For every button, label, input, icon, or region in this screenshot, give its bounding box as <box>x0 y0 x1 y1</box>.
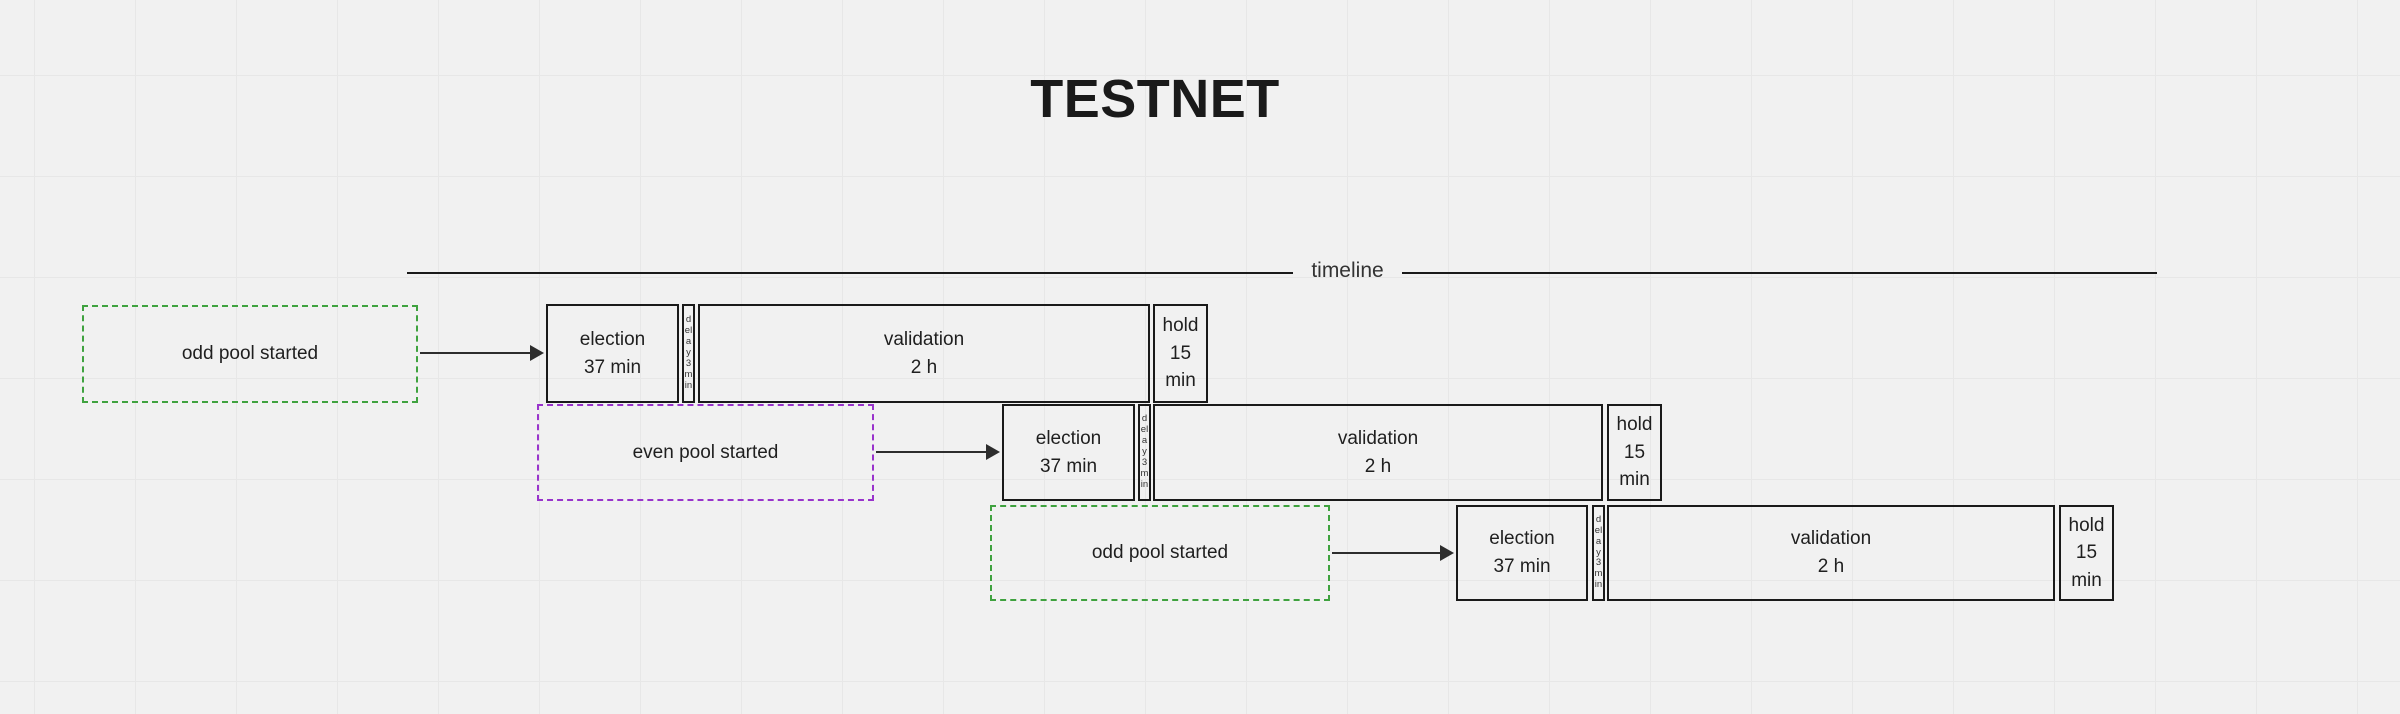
hold-phase-row2: hold 15 min <box>1607 404 1662 501</box>
validation-phase-row1: validation 2 h <box>698 304 1150 403</box>
delay-phase-row1: delay 3 min <box>682 304 695 403</box>
trigger-odd-pool-2-label: odd pool started <box>1091 542 1229 563</box>
hold-phase-row3: hold 15 min <box>2059 505 2114 601</box>
trigger-even-pool: even pool started <box>537 404 874 501</box>
election-phase-row1: election 37 min <box>546 304 679 403</box>
delay-phase-row3: delay 3 min <box>1592 505 1605 601</box>
delay-row3-label: delay 3 min <box>1594 513 1603 591</box>
validation-phase-row3: validation 2 h <box>1607 505 2055 601</box>
election-row2-line2: 37 min <box>1039 455 1098 477</box>
diagram-title: TESTNET <box>1030 69 1280 129</box>
election-row2-line1: election <box>1035 427 1102 449</box>
validation-row3-line2: 2 h <box>1817 556 1845 577</box>
election-phase-row2: election 37 min <box>1002 404 1135 501</box>
flow-arrow-row1 <box>420 345 544 361</box>
flow-arrow-row3 <box>1332 545 1454 561</box>
timeline-label: timeline <box>1311 259 1384 282</box>
validation-row1-line1: validation <box>883 328 965 350</box>
hold-phase-row1: hold 15 min <box>1153 304 1208 403</box>
election-row3-line2: 37 min <box>1493 556 1551 577</box>
validation-row3-line1: validation <box>1790 528 1872 550</box>
delay-phase-row2: delay 3 min <box>1138 404 1151 501</box>
timeline-line-right <box>1402 272 2157 274</box>
hold-row2-label: hold 15 min <box>1616 414 1653 491</box>
validation-row1-line2: 2 h <box>910 356 938 378</box>
delay-row1-label: delay 3 min <box>684 314 693 391</box>
election-phase-row3: election 37 min <box>1456 505 1588 601</box>
timeline-line-left <box>407 272 1293 274</box>
trigger-odd-pool-1: odd pool started <box>82 305 418 403</box>
validation-phase-row2: validation 2 h <box>1153 404 1603 501</box>
validation-row2-line1: validation <box>1337 427 1419 449</box>
validation-row2-line2: 2 h <box>1364 455 1392 477</box>
hold-row1-label: hold 15 min <box>1162 315 1199 392</box>
flow-arrow-row2 <box>876 444 1000 460</box>
trigger-odd-pool-1-label: odd pool started <box>181 343 319 364</box>
delay-row2-label: delay 3 min <box>1140 413 1149 490</box>
trigger-even-pool-label: even pool started <box>632 441 779 463</box>
election-row3-line1: election <box>1489 528 1555 550</box>
election-row1-line2: 37 min <box>583 356 642 378</box>
hold-row3-label: hold 15 min <box>2068 514 2105 591</box>
election-row1-line1: election <box>579 328 646 350</box>
trigger-odd-pool-2: odd pool started <box>990 505 1330 601</box>
